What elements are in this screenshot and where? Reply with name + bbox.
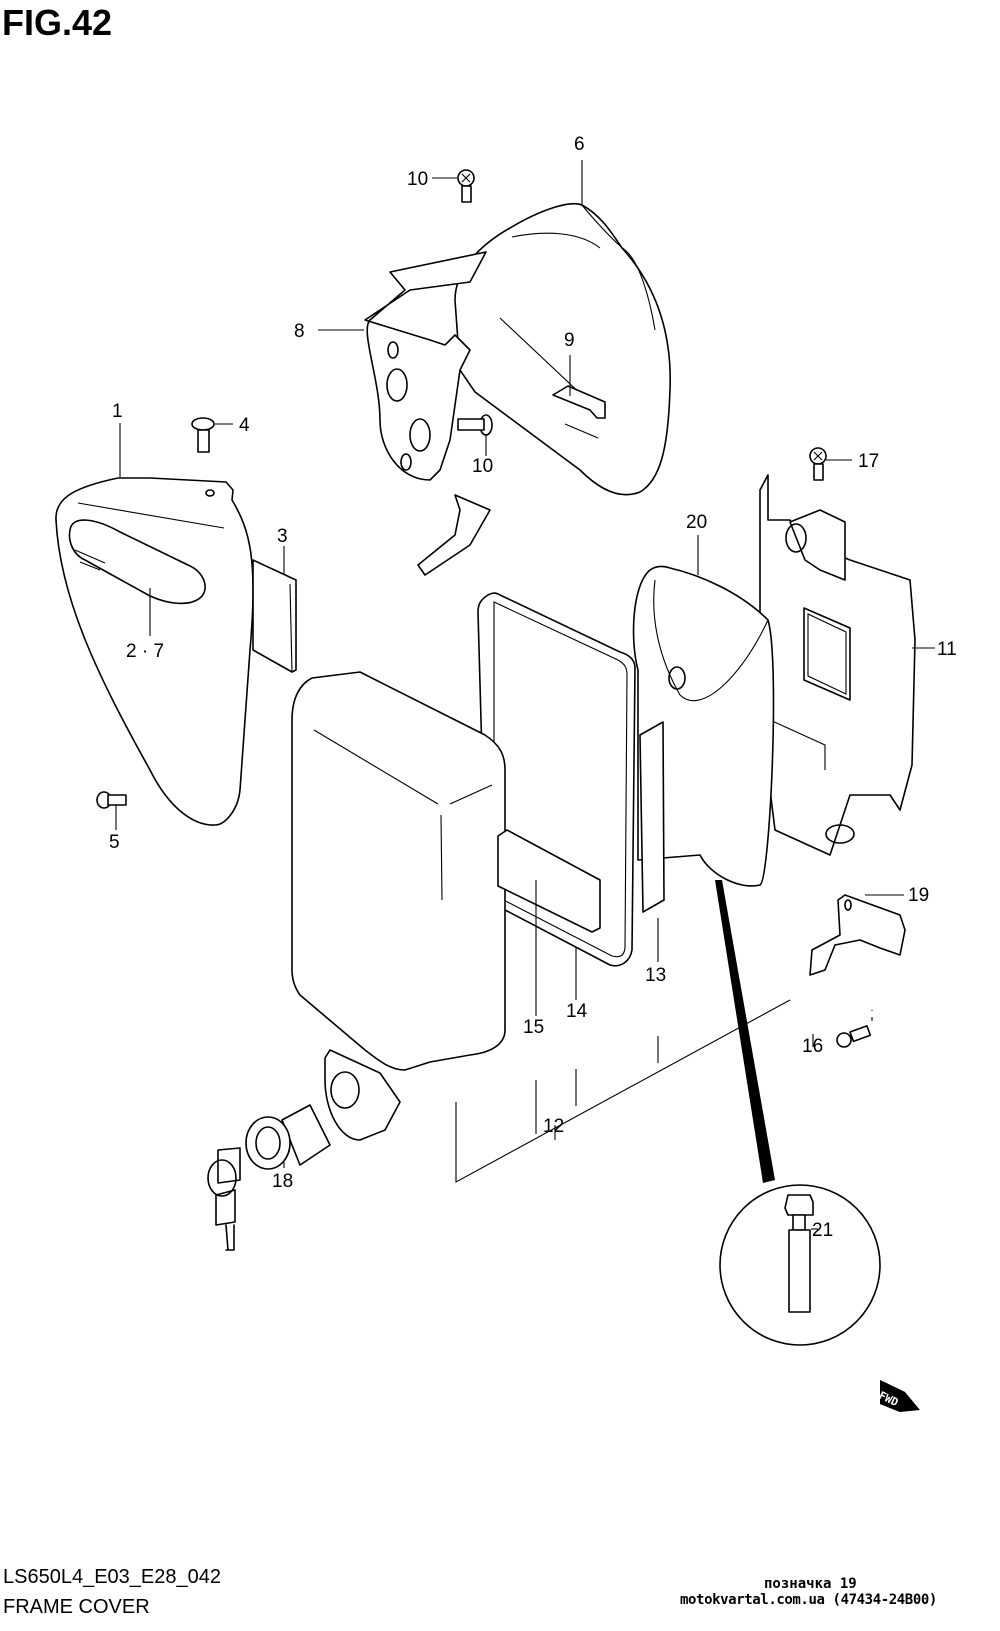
svg-text:5: 5 [109, 832, 120, 853]
part-8-bracket[interactable] [364, 251, 491, 576]
callout-14: 14 [566, 948, 588, 1022]
callout-21: 21 [811, 1220, 833, 1241]
part-10-screw-lower[interactable] [457, 414, 493, 436]
svg-text:8: 8 [294, 321, 305, 342]
svg-text:15: 15 [523, 1017, 544, 1038]
svg-text:20: 20 [686, 512, 707, 533]
callout-3: 3 [277, 526, 288, 575]
part-17-screw[interactable] [809, 447, 827, 481]
callout-17: 17 [826, 451, 879, 472]
callout-18: 18 [272, 1162, 293, 1192]
part-15-cushion[interactable] [497, 829, 601, 933]
fwd-arrow-icon: FWD [877, 1380, 920, 1412]
part-6-frame-cover-right[interactable] [454, 203, 672, 496]
svg-text:13: 13 [645, 965, 666, 986]
part-3-cushion[interactable] [252, 559, 297, 673]
part-20-cover[interactable] [632, 565, 775, 887]
section-name: FRAME COVER [3, 1596, 150, 1618]
part-13-cushion[interactable] [639, 721, 665, 913]
svg-text:10: 10 [407, 169, 428, 190]
callout-12-leader-tree [455, 999, 791, 1183]
part-11-bracket-plate[interactable] [759, 474, 916, 856]
part-16-screw[interactable] [836, 1010, 873, 1048]
callout-11: 11 [912, 639, 957, 660]
callout-2-7: 2 · 7 [126, 588, 164, 662]
callout-20: 20 [686, 512, 707, 575]
part-9-clip[interactable] [552, 385, 606, 439]
callout-12: 12 [543, 1116, 564, 1137]
callout-9: 9 [564, 330, 575, 396]
callout-15: 15 [523, 880, 544, 1038]
callout-4: 4 [215, 415, 250, 436]
svg-text:19: 19 [908, 885, 929, 906]
callout-1: 1 [112, 401, 123, 477]
callout-13: 13 [645, 918, 666, 986]
svg-text:16: 16 [802, 1036, 823, 1057]
svg-text:3: 3 [277, 526, 288, 547]
svg-text:4: 4 [239, 415, 250, 436]
svg-text:18: 18 [272, 1171, 293, 1192]
part-21-detail[interactable] [719, 1184, 881, 1346]
part-1-frame-cover-left[interactable] [55, 477, 254, 826]
callout-8: 8 [294, 321, 364, 342]
part-12-toolbox[interactable] [291, 671, 506, 1071]
callout-16: 16 [802, 1034, 823, 1057]
callout-19: 19 [865, 885, 929, 906]
part-19-holder[interactable] [809, 894, 906, 976]
callout-6: 6 [574, 134, 585, 206]
svg-text:21: 21 [812, 1220, 833, 1241]
figure-title: FIG.42 [2, 2, 113, 43]
callout-10-lower: 10 [472, 434, 493, 477]
watermark-line-1: позначка 19 [764, 1576, 857, 1592]
svg-text:6: 6 [574, 134, 585, 155]
part-18-lock-set[interactable] [207, 1104, 331, 1251]
svg-text:12: 12 [543, 1116, 564, 1137]
watermark-line-2: motokvartal.com.ua (47434-24B00) [680, 1592, 937, 1608]
callout-10-upper: 10 [407, 169, 457, 190]
svg-text:1: 1 [112, 401, 123, 422]
svg-text:9: 9 [564, 330, 575, 351]
svg-text:14: 14 [566, 1001, 588, 1022]
svg-text:10: 10 [472, 456, 493, 477]
callout-5: 5 [109, 805, 120, 853]
detail-pointer [715, 880, 775, 1183]
lock-housing [324, 1049, 401, 1141]
svg-text:11: 11 [937, 639, 957, 660]
part-5-bolt[interactable] [96, 791, 127, 809]
model-code: LS650L4_E03_E28_042 [3, 1566, 221, 1588]
part-4-screw[interactable] [191, 417, 215, 453]
svg-text:17: 17 [858, 451, 879, 472]
svg-text:2 · 7: 2 · 7 [126, 641, 164, 662]
part-10-screw-upper[interactable] [457, 169, 475, 203]
